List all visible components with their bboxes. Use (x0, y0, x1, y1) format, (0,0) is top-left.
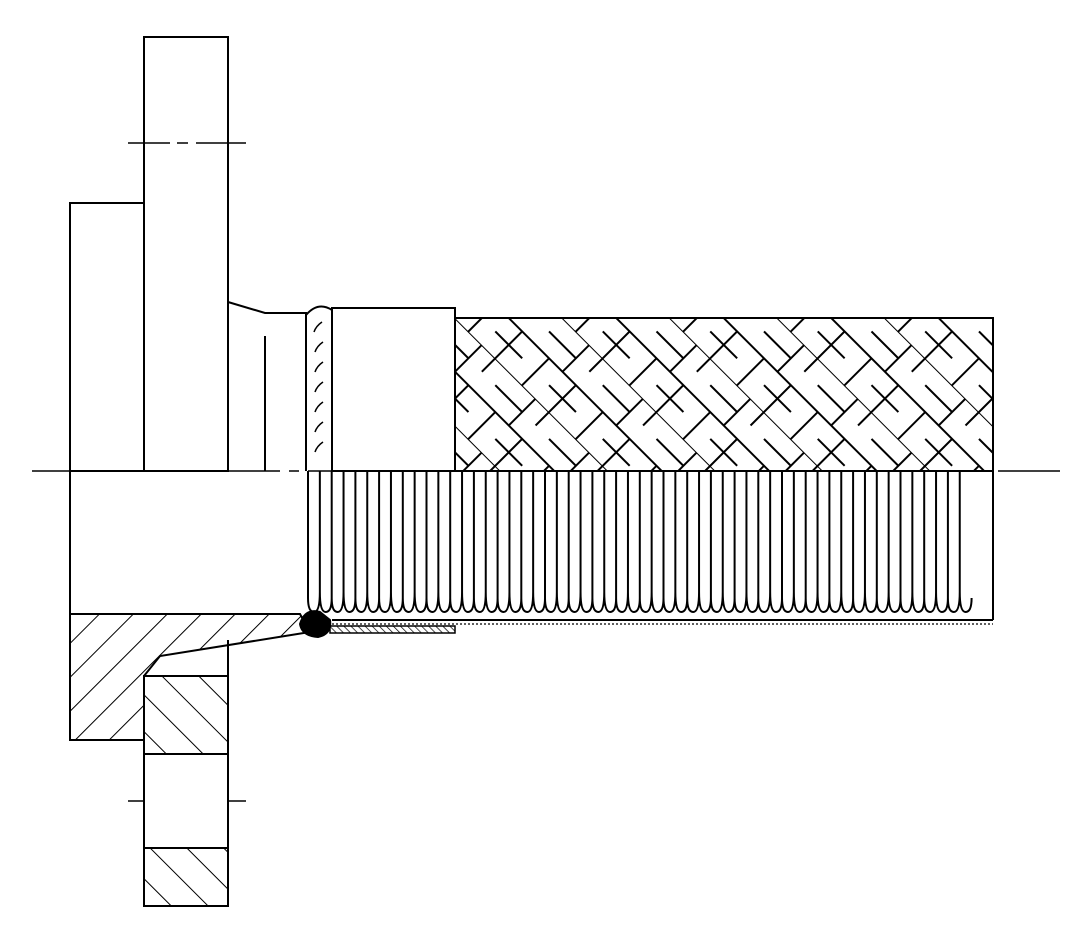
weld-neck-upper (227, 301, 307, 471)
end-ring-weld (305, 305, 333, 471)
weld-bead-marks (313, 321, 324, 453)
flange-disc-lower-bottom-hatched (143, 847, 229, 907)
flange-lower-section (69, 471, 312, 907)
flange-disc-lower-hatched (143, 675, 229, 755)
braid-pattern-area (454, 317, 994, 472)
flange-disc-upper (143, 36, 229, 472)
sleeve-ring (331, 307, 456, 472)
ferrule-strip-hatched (329, 625, 456, 634)
flange-upper-half (69, 36, 307, 472)
braided-cover (454, 317, 994, 472)
weld-fillet (298, 610, 332, 639)
corrugation-path (307, 471, 973, 614)
corrugated-hose (307, 471, 994, 625)
hose-corrugations (307, 471, 973, 614)
collar-section-hatched (69, 613, 312, 741)
loose-flange-collar-upper (69, 202, 145, 472)
flange-disc-lower-plain (143, 753, 229, 849)
